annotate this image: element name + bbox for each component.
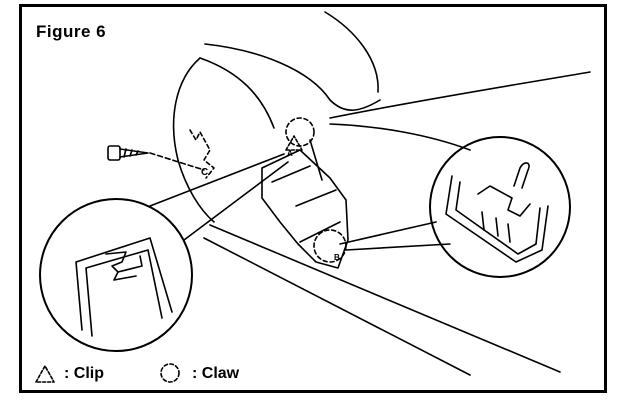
detail-right-frame-2 [455, 181, 541, 255]
detail-left-bracket-2 [85, 249, 163, 337]
detail-right-claw [477, 185, 531, 217]
callout-letter-c: C [201, 167, 208, 178]
detail-circle-right [429, 136, 571, 278]
detail-left-bracket-1 [75, 237, 173, 331]
cover-inner-3 [295, 189, 337, 207]
cover-inner-4 [309, 139, 323, 181]
cover-inner-2 [299, 221, 341, 243]
seat-panel-top [199, 57, 275, 129]
callout-leader-left-1 [149, 153, 285, 207]
detail-right-slot [481, 211, 511, 243]
detail-right-frame-1 [445, 175, 549, 263]
detail-circle-left [39, 198, 193, 352]
clip-marker-upper [285, 135, 303, 151]
rail-line-upper [209, 224, 561, 373]
figure-title: Figure 6 [36, 22, 107, 41]
callout-letter-b: B [334, 253, 340, 262]
rail-line-lower [203, 237, 471, 376]
cover-inner-1 [271, 165, 311, 183]
screw-leader [149, 152, 205, 171]
detail-left-clip [105, 251, 143, 273]
seat-cushion-edge [204, 43, 381, 111]
callout-leader-right-2 [345, 243, 451, 251]
seat-panel-outline [172, 57, 215, 223]
legend-clip-label: : Clip [64, 365, 104, 382]
callout-leader-right-1 [339, 221, 437, 245]
seat-back-line [329, 71, 591, 119]
screw [107, 145, 149, 161]
detail-left-tab [113, 271, 137, 281]
callout-leader-left-2 [183, 161, 289, 241]
seat-back-line-2 [329, 123, 471, 151]
detail-right-pin [513, 162, 530, 189]
claw-marker-upper [285, 117, 315, 147]
cover-body [261, 149, 349, 269]
callout-letter-a: A [287, 149, 293, 158]
screw-hole-outline [189, 129, 215, 179]
legend-clip-icon [35, 365, 55, 383]
seat-cushion-upper [324, 11, 379, 93]
legend-claw-icon [160, 363, 180, 383]
claw-marker-lower [313, 229, 347, 263]
legend-claw-label: : Claw [192, 365, 240, 382]
